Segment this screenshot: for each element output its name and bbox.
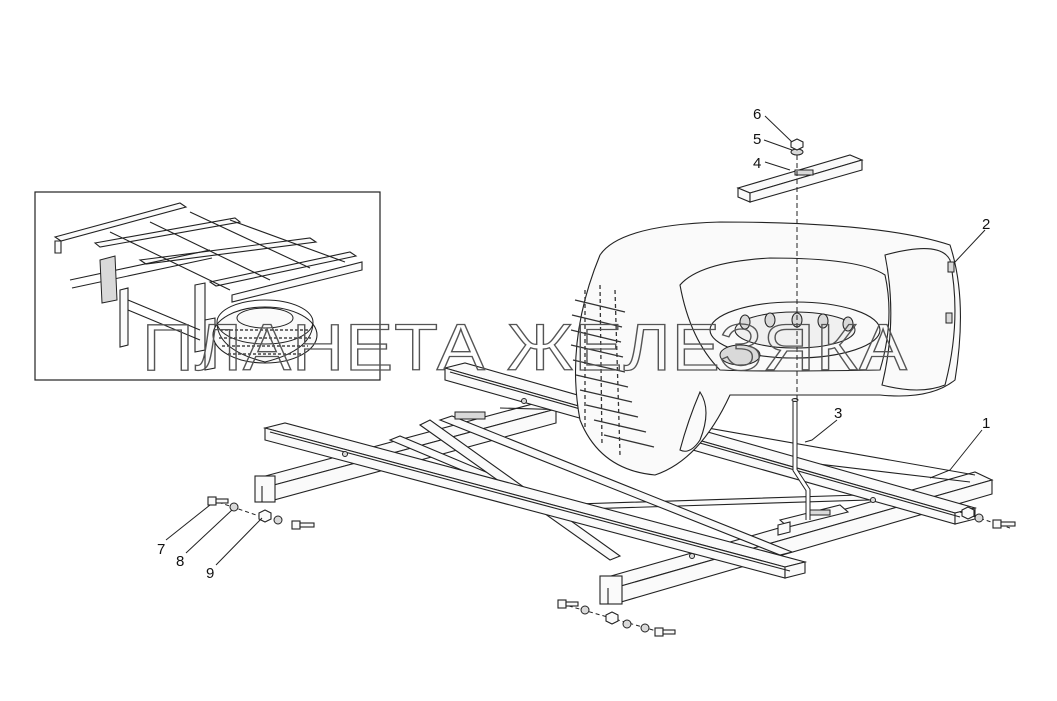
fasteners-left [207,496,315,530]
rim-holes [739,312,854,332]
nut [790,138,804,151]
fasteners-bottom [557,599,676,637]
lower-crossmembers [254,401,994,605]
leader-lines [165,115,986,566]
callout-labels: 1 2 3 4 5 6 7 8 9 [157,106,990,582]
mounting-rod [777,398,811,536]
tire-tread [570,284,655,456]
fasteners-right [959,506,1016,529]
callout-4: 4 [753,155,761,172]
callout-1: 1 [982,415,990,432]
callout-9: 9 [206,565,214,582]
callout-2: 2 [982,216,990,233]
callout-6: 6 [753,106,761,123]
callout-5: 5 [753,131,761,148]
inset-overview [34,191,381,381]
callout-7: 7 [157,541,165,558]
inset-frame [53,202,363,371]
inset-tire [212,299,318,364]
clamp-bar [736,154,864,203]
callout-3: 3 [834,405,842,422]
callout-8: 8 [176,553,184,570]
spare-tire [570,221,962,476]
watermark-text: ПЛАНЕТА ЖЕЛЕЗЯКА [142,310,908,384]
